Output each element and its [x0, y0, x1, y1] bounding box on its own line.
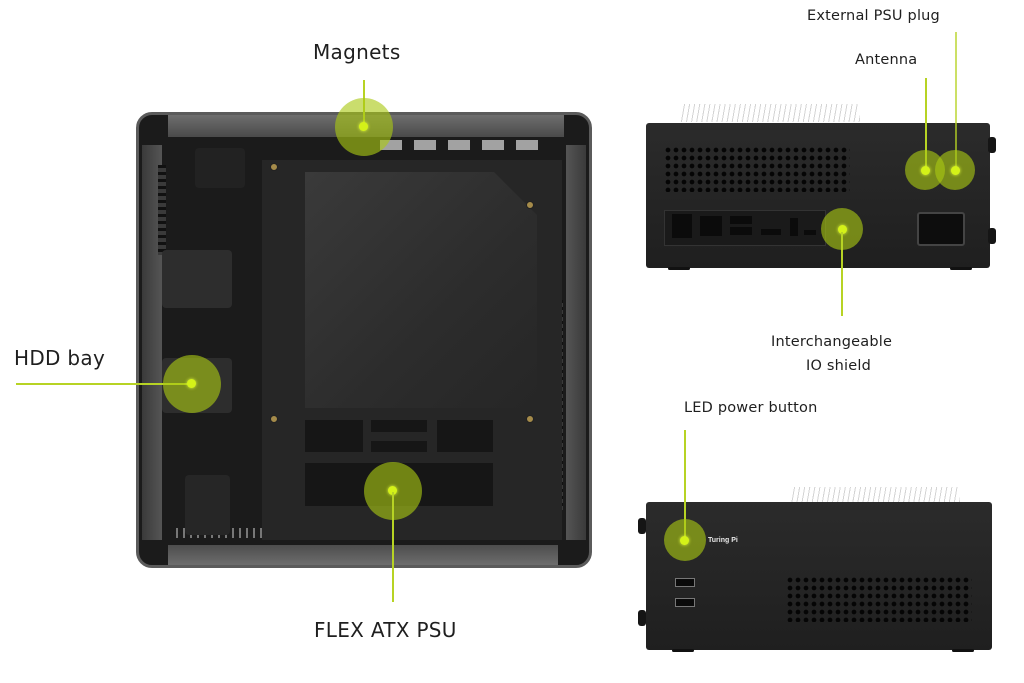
psu-leader-line	[392, 492, 394, 602]
power-inlet	[917, 212, 965, 246]
external-psu-leader-line	[955, 32, 957, 172]
magnets-marker-icon	[359, 122, 368, 131]
tray-cutout	[371, 441, 427, 452]
psu-connector	[185, 475, 230, 535]
antenna-leader-line	[925, 78, 927, 172]
tray-cutout	[305, 420, 363, 452]
rear-vent-holes	[664, 146, 850, 192]
foot	[672, 649, 694, 652]
tray-cutout	[371, 420, 427, 432]
case-bottom-rail	[168, 545, 558, 565]
flex-atx-psu-label: FLEX ATX PSU	[314, 618, 457, 642]
foot	[668, 267, 690, 270]
external-psu-plug-label: External PSU plug	[807, 8, 940, 24]
antenna-label: Antenna	[855, 52, 918, 68]
usb-port	[730, 227, 752, 235]
front-top-fins	[790, 487, 960, 503]
external-psu-marker-icon	[951, 166, 960, 175]
led-power-leader-line	[684, 430, 686, 538]
connector-block	[195, 148, 245, 188]
io-slot-highlights	[380, 140, 550, 150]
side-knob	[638, 518, 646, 534]
io-shield-leader-line	[841, 232, 843, 316]
left-vent	[158, 165, 166, 255]
front-vent-holes	[786, 576, 972, 622]
magnets-label: Magnets	[313, 40, 401, 64]
side-knob	[988, 137, 996, 153]
side-knob	[638, 610, 646, 626]
standoff	[270, 415, 278, 423]
hdd-bay-marker-icon	[187, 379, 196, 388]
case-left-rail	[142, 145, 162, 540]
front-usb-port	[675, 578, 695, 587]
side-knob	[988, 228, 996, 244]
io-port	[672, 214, 692, 238]
psu-marker-icon	[388, 486, 397, 495]
front-usb-port	[675, 598, 695, 607]
hdd-bracket-upper	[162, 250, 232, 308]
usb-port	[730, 216, 752, 224]
standoff	[270, 163, 278, 171]
tray-cutout	[437, 420, 493, 452]
motherboard-corner-cut	[490, 168, 548, 226]
io-port	[790, 218, 798, 236]
hdd-bay-leader-line	[16, 383, 192, 385]
io-shield-label-line2: IO shield	[806, 358, 872, 374]
hdmi-port	[761, 229, 781, 235]
foot	[950, 267, 972, 270]
usb-c-port	[804, 230, 816, 235]
io-shield-label-line1: Interchangeable	[771, 334, 893, 350]
rear-panel-view	[646, 123, 990, 268]
rear-top-fins	[680, 104, 860, 122]
standoff	[526, 415, 534, 423]
foot	[952, 649, 974, 652]
power-button-icon	[680, 536, 689, 545]
io-shield-marker-icon	[838, 225, 847, 234]
standoff	[526, 201, 534, 209]
case-right-rail	[566, 145, 586, 540]
antenna-marker-icon	[921, 166, 930, 175]
brand-logo: Turing Pi	[708, 537, 738, 544]
hdd-bay-label: HDD bay	[14, 346, 106, 370]
led-power-button-label: LED power button	[684, 400, 818, 416]
ethernet-port	[700, 216, 722, 236]
